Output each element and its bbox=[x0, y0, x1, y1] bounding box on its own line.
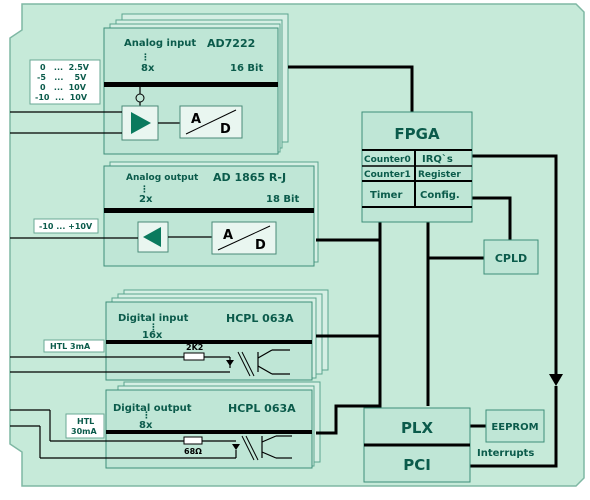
analog-output-range-box: -10 ... +10V bbox=[33, 218, 99, 234]
range-item: 0 ... 2.5V bbox=[40, 63, 90, 72]
digital-input-level: HTL 3mA bbox=[50, 342, 91, 351]
fpga-cell: Counter0 bbox=[364, 155, 411, 165]
cpld-label: CPLD bbox=[495, 252, 527, 265]
adc-d-label: D bbox=[220, 122, 231, 137]
digital-input-channels: 16x bbox=[142, 330, 163, 341]
fpga-cell: Timer bbox=[370, 190, 402, 201]
analog-input-ranges-box: 0 ... 2.5V -5 ... 5V 0 ... 10V -10 ... 1… bbox=[29, 59, 101, 105]
digital-output-resistor: 68Ω bbox=[184, 447, 202, 456]
eeprom-block: EEPROM bbox=[485, 409, 545, 443]
digital-output-chip: HCPL 063A bbox=[228, 402, 296, 415]
digital-output-level-2: 30mA bbox=[71, 427, 97, 436]
pci-label: PCI bbox=[403, 456, 431, 474]
interrupts-label: Interrupts bbox=[477, 448, 534, 459]
range-item: -5 ... 5V bbox=[37, 73, 87, 82]
analog-output-resolution: 18 Bit bbox=[266, 194, 299, 205]
fpga-cell: Counter1 bbox=[364, 170, 411, 180]
svg-text:⋮: ⋮ bbox=[141, 53, 150, 63]
digital-output-level-box: HTL 30mA bbox=[65, 413, 105, 439]
analog-output-card: Analog output AD 1865 R-J ⋮ 2x 18 Bit A … bbox=[103, 161, 319, 267]
analog-output-channels: 2x bbox=[139, 194, 153, 205]
output-amplifier-icon bbox=[143, 227, 161, 247]
adc-a-label: A bbox=[191, 112, 201, 127]
dac-slash-icon bbox=[217, 225, 271, 251]
fpga-cell: Config. bbox=[420, 190, 460, 201]
resistor-icon bbox=[183, 436, 203, 445]
fpga-cell: IRQ`s bbox=[422, 153, 453, 165]
digital-input-resistor: 2K2 bbox=[186, 343, 203, 352]
range-item: -10 ... 10V bbox=[35, 93, 88, 102]
plx-pci-block: PLX PCI bbox=[363, 407, 471, 483]
analog-output-range: -10 ... +10V bbox=[39, 222, 93, 231]
amplifier-icon bbox=[131, 112, 151, 134]
eeprom-label: EEPROM bbox=[491, 422, 538, 433]
led-icon bbox=[226, 360, 234, 366]
fpga-block: FPGA Counter0 IRQ`s Counter1 Register Ti… bbox=[361, 111, 473, 223]
svg-text:⋮: ⋮ bbox=[142, 411, 151, 421]
digital-input-card: Digital input HCPL 063A ⋮ 16x 2K2 bbox=[105, 289, 329, 381]
resistor-icon bbox=[183, 352, 205, 361]
analog-input-chip: AD7222 bbox=[207, 37, 255, 50]
cpld-block: CPLD bbox=[483, 239, 539, 275]
digital-output-channels: 8x bbox=[139, 420, 153, 431]
irq-arrow-icon bbox=[549, 374, 563, 386]
analog-output-title: Analog output bbox=[126, 173, 199, 183]
digital-output-card: Digital output HCPL 063A ⋮ 8x 68Ω bbox=[105, 381, 321, 469]
analog-input-card: Analog input AD7222 ⋮ 8x 16 Bit A D bbox=[103, 13, 289, 155]
analog-output-divider bbox=[104, 208, 314, 213]
mux-pin-icon bbox=[135, 93, 145, 103]
svg-text:⋮: ⋮ bbox=[149, 323, 158, 333]
digital-input-divider bbox=[106, 340, 312, 344]
analog-output-chip: AD 1865 R-J bbox=[213, 171, 286, 184]
analog-input-divider bbox=[104, 82, 278, 87]
digital-input-title: Digital input bbox=[118, 313, 189, 324]
digital-input-chip: HCPL 063A bbox=[226, 312, 294, 325]
digital-output-divider bbox=[106, 430, 312, 434]
digital-output-title: Digital output bbox=[113, 403, 192, 414]
digital-input-level-box: HTL 3mA bbox=[43, 339, 105, 353]
digital-output-level-1: HTL bbox=[77, 417, 94, 426]
dac-a-label: A bbox=[223, 228, 233, 243]
analog-input-channels: 8x bbox=[141, 63, 155, 74]
analog-input-title: Analog input bbox=[124, 38, 196, 49]
dac-d-label: D bbox=[255, 238, 266, 253]
fpga-cell: Register bbox=[418, 170, 461, 180]
range-item: 0 ... 10V bbox=[40, 83, 87, 92]
plx-label: PLX bbox=[401, 419, 434, 437]
adc-slash-icon bbox=[185, 109, 237, 135]
led-icon bbox=[232, 444, 240, 450]
fpga-title: FPGA bbox=[394, 125, 440, 143]
svg-text:⋮: ⋮ bbox=[140, 185, 149, 195]
analog-input-resolution: 16 Bit bbox=[230, 63, 263, 74]
